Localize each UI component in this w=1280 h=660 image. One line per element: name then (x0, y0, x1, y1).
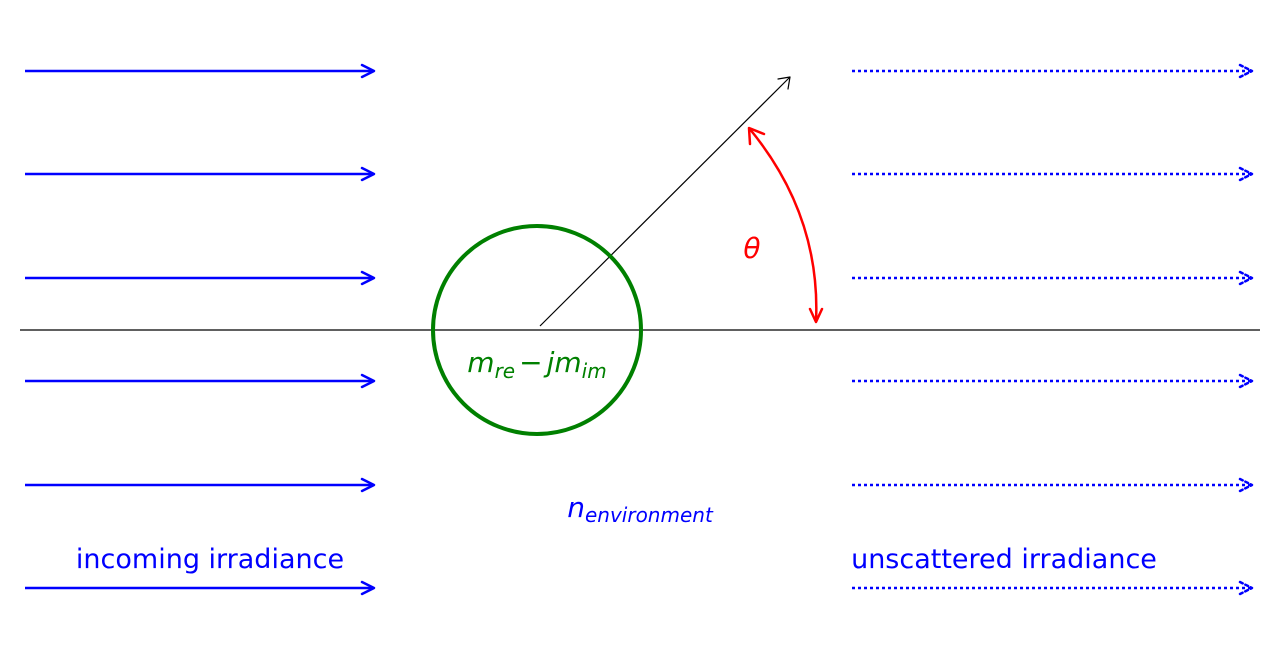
unscattered-arrow (852, 580, 1254, 596)
minus-sign: − (519, 346, 542, 379)
incoming-arrow (25, 166, 376, 182)
unscattered-arrow (852, 270, 1254, 286)
unscattered-arrow (852, 166, 1254, 182)
particle-circle (431, 224, 643, 436)
n-base: n (567, 491, 585, 524)
particle-index-label: mre−jmim (467, 346, 606, 383)
theta-label: θ (743, 232, 760, 265)
m-im-base: m (554, 346, 581, 379)
m-im-subscript: im (582, 359, 607, 383)
incoming-arrow (25, 477, 376, 493)
incoming-arrows (25, 63, 376, 596)
m-re-base: m (467, 346, 494, 379)
unscattered-arrow (852, 477, 1254, 493)
unscattered-irradiance-label: unscattered irradiance (851, 544, 1157, 575)
unscattered-arrow (852, 373, 1254, 389)
n-subscript: environment (585, 503, 714, 527)
scattered-ray (539, 76, 791, 327)
incoming-arrow (25, 63, 376, 79)
incoming-arrow (25, 270, 376, 286)
imaginary-unit: j (543, 346, 555, 379)
unscattered-arrows (852, 63, 1254, 596)
unscattered-arrow (852, 63, 1254, 79)
incoming-arrow (25, 580, 376, 596)
environment-index-label: nenvironment (567, 491, 714, 527)
theta-angle-arc (747, 126, 824, 324)
incoming-arrow (25, 373, 376, 389)
incoming-irradiance-label: incoming irradiance (76, 544, 344, 575)
m-re-subscript: re (495, 359, 516, 383)
